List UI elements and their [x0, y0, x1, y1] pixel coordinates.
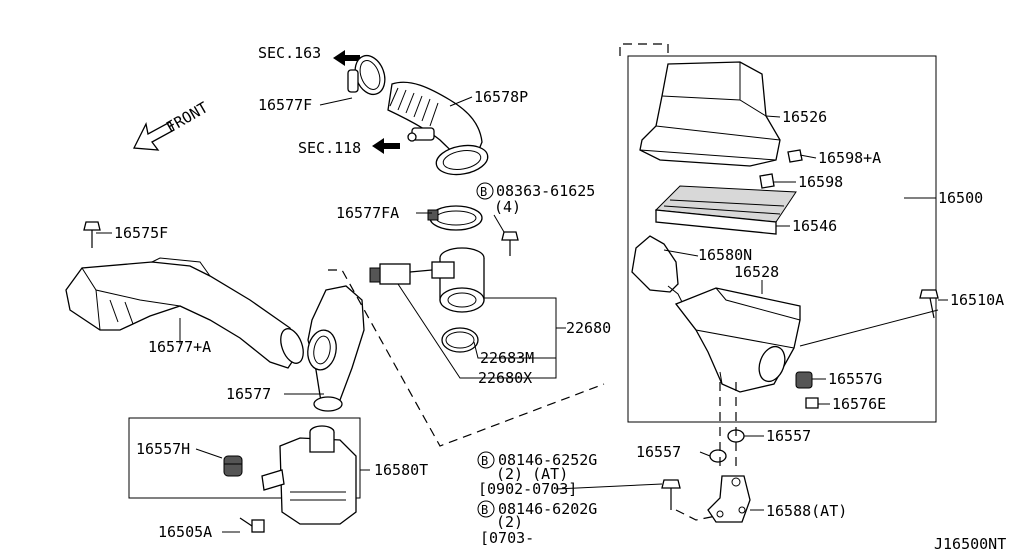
label-range-0902-0703: [0902-0703]	[478, 480, 577, 498]
label-16598A: 16598+A	[818, 149, 881, 167]
clamp-16577FA	[427, 205, 483, 231]
bolt-16510A	[919, 289, 939, 319]
label-08146-6202G: 08146-6202G	[498, 500, 597, 518]
box-16580T-group	[128, 417, 361, 499]
label-08363-61625: 08363-61625	[496, 182, 595, 200]
label-qty-4: (4)	[494, 198, 521, 216]
leader-22683M	[473, 341, 556, 359]
label-16500: 16500	[938, 189, 983, 207]
bolt-marker-08146-a: B	[477, 451, 495, 469]
gasket-22683M	[441, 327, 479, 353]
air-duct-16577	[307, 285, 365, 412]
label-22680X: 22680X	[478, 369, 532, 387]
grommet-16557-lower	[709, 449, 727, 463]
bolt-16505A	[239, 517, 265, 533]
grommet-16557H	[223, 455, 243, 477]
label-16575F: 16575F	[114, 224, 168, 242]
front-arrow	[132, 121, 175, 151]
leader-lines	[96, 96, 948, 533]
mass-air-flow-sensor-22680	[369, 247, 485, 313]
leader-22680X	[397, 283, 556, 379]
label-16557-lower: 16557	[636, 443, 681, 461]
label-front: FRONT	[163, 98, 211, 136]
label-16580N: 16580N	[698, 246, 752, 264]
label-16580T: 16580T	[374, 461, 428, 479]
dashed-bolt	[675, 509, 717, 521]
bolt-08146	[661, 479, 681, 510]
svg-text:B: B	[480, 185, 487, 199]
clip-16598	[759, 173, 775, 189]
label-16526: 16526	[782, 108, 827, 126]
svg-text:B: B	[481, 454, 488, 468]
bracket-16588	[707, 475, 751, 523]
grommet-16557G	[795, 371, 813, 389]
label-16557G: 16557G	[828, 370, 882, 388]
label-16577F: 16577F	[258, 96, 312, 114]
label-16577FA: 16577FA	[336, 204, 399, 222]
label-16528: 16528	[734, 263, 779, 281]
bolt-16575F	[83, 221, 101, 248]
label-16577: 16577	[226, 385, 271, 403]
sec163-arrow	[333, 50, 360, 66]
label-16510A: 16510A	[950, 291, 1004, 309]
label-16557-upper: 16557	[766, 427, 811, 445]
bolt-08363	[501, 231, 519, 256]
label-16588-at: 16588(AT)	[766, 502, 847, 520]
air-filter-16546	[654, 185, 797, 235]
label-16576E: 16576E	[832, 395, 886, 413]
sec118-arrow	[372, 138, 400, 154]
label-qty-2-at: (2) (AT)	[496, 465, 568, 483]
label-16546: 16546	[792, 217, 837, 235]
cleaner-body-16528	[674, 287, 801, 393]
bolt-marker-08146-b: B	[477, 500, 495, 518]
label-22680: 22680	[566, 319, 611, 337]
diagram-id: J16500NT	[934, 535, 1006, 553]
label-16578P: 16578P	[474, 88, 528, 106]
label-16577A: 16577+A	[148, 338, 211, 356]
clip-16598A	[787, 149, 803, 163]
dashed-duct-to-cleaner	[328, 269, 605, 447]
label-08146-6252G: 08146-6252G	[498, 451, 597, 469]
bolt-marker-08363: B	[476, 182, 494, 200]
label-sec118: SEC.118	[298, 139, 361, 157]
air-duct-16577A	[65, 257, 304, 369]
nut-16576E	[805, 397, 819, 409]
label-16598: 16598	[798, 173, 843, 191]
label-16557H: 16557H	[136, 440, 190, 458]
box-16500-group	[627, 55, 937, 423]
cleaner-cover-16526	[639, 61, 781, 167]
dashed-16500	[619, 43, 669, 56]
duct-16580N	[631, 235, 683, 303]
clamp-16577F	[347, 54, 386, 96]
label-range-0703: [0703-	[480, 529, 534, 547]
label-sec163: SEC.163	[258, 44, 321, 62]
svg-text:B: B	[481, 503, 488, 517]
label-16505A: 16505A	[158, 523, 212, 541]
label-qty-2: (2)	[496, 513, 523, 531]
label-22683M: 22683M	[480, 349, 534, 367]
air-duct-16578P	[387, 81, 489, 176]
resonator-16580T	[261, 425, 357, 525]
